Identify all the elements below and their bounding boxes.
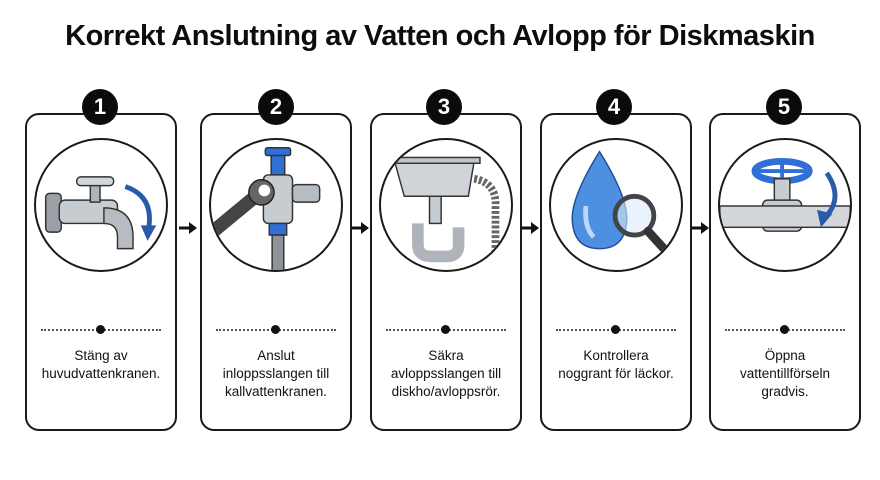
step-5-card: Öppna vattentillförseln gradvis.	[709, 113, 861, 431]
faucet-icon	[34, 138, 168, 272]
step-4-card: Kontrollera noggrant för läckor.	[540, 113, 692, 431]
step-4-caption: Kontrollera noggrant för läckor.	[558, 348, 674, 381]
step-3-card: Säkra avloppsslangen till diskho/avlopps…	[370, 113, 522, 431]
step-3-divider	[386, 325, 506, 335]
page-title: Korrekt Anslutning av Vatten och Avlopp …	[65, 20, 815, 52]
step-2-card: Anslut inloppsslangen till kallvattenkra…	[200, 113, 352, 431]
step-1-card: Stäng av huvudvattenkranen.	[25, 113, 177, 431]
step-3-caption: Säkra avloppsslangen till diskho/avlopps…	[390, 348, 502, 399]
step-4-divider	[556, 325, 676, 335]
valve-wheel-icon	[718, 138, 852, 272]
step-5-caption: Öppna vattentillförseln gradvis.	[739, 348, 831, 399]
arrow-right-icon	[521, 222, 539, 234]
droplet-magnifier-icon	[549, 138, 683, 272]
step-2-number-badge: 2	[258, 89, 294, 125]
step-2-caption: Anslut inloppsslangen till kallvattenkra…	[222, 348, 330, 399]
step-1-number-badge: 1	[82, 89, 118, 125]
step-5-divider	[725, 325, 845, 335]
step-3-number-badge: 3	[426, 89, 462, 125]
arrow-right-icon	[179, 222, 197, 234]
sink-drain-icon	[379, 138, 513, 272]
arrow-right-icon	[691, 222, 709, 234]
step-5-number-badge: 5	[766, 89, 802, 125]
arrow-right-icon	[351, 222, 369, 234]
step-2-divider	[216, 325, 336, 335]
wrench-valve-icon	[209, 138, 343, 272]
step-4-number-badge: 4	[596, 89, 632, 125]
step-1-divider	[41, 325, 161, 335]
step-1-caption: Stäng av huvudvattenkranen.	[41, 348, 161, 381]
